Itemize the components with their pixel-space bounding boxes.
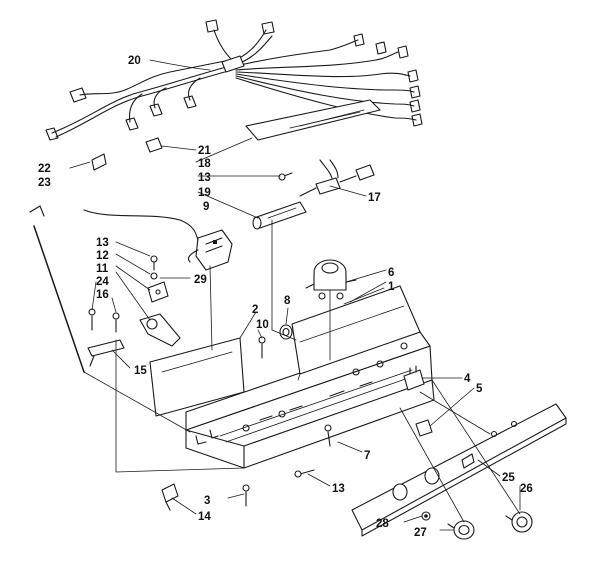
callout-5: 5: [476, 383, 483, 395]
callout-19: 19: [198, 187, 211, 199]
screw-13-left: [150, 255, 158, 280]
callout-13: 13: [198, 172, 211, 184]
callout-1: 1: [388, 281, 395, 293]
screw-7: [324, 424, 332, 447]
callout-14: 14: [198, 511, 211, 523]
temperature-control: [83, 209, 233, 271]
bracket-11: [147, 281, 169, 303]
callout-22: 22: [38, 163, 51, 175]
callout-11: 11: [96, 263, 109, 275]
callout-23: 23: [38, 177, 51, 189]
callout-4: 4: [464, 373, 471, 385]
bracket-21: [145, 137, 163, 153]
callout-10: 10: [256, 319, 269, 331]
screw-13-lower: [294, 469, 315, 478]
callout-12: 12: [96, 250, 109, 262]
callout-25: 25: [502, 472, 515, 484]
callout-24: 24: [96, 276, 109, 288]
gasket-28: [421, 511, 431, 521]
callout-6: 6: [388, 267, 394, 279]
callout-27: 27: [414, 527, 427, 539]
callout-2: 2: [252, 304, 258, 316]
callout-17: 17: [368, 192, 381, 204]
screw-13-upper: [278, 172, 293, 181]
control-shaft: [139, 313, 181, 347]
callout-9: 9: [203, 201, 209, 213]
clips-16-24: [87, 308, 125, 367]
callout-26: 26: [520, 483, 533, 495]
switch-5: [415, 419, 433, 437]
wire-harness: [45, 19, 423, 141]
leader-lines: [69, 59, 521, 531]
callout-21: 21: [198, 145, 211, 157]
control-housing: [149, 285, 435, 469]
callout-20: 20: [128, 55, 141, 67]
callout-28: 28: [376, 518, 389, 530]
knob-26: [505, 511, 533, 533]
callout-labels: 20 21 18 13 19 17 22 23 9 13 12 11 24 29…: [38, 55, 533, 539]
callout-15: 15: [134, 365, 147, 377]
screw-10: [258, 336, 266, 359]
lamp-socket: [252, 201, 307, 230]
callout-16: 16: [96, 289, 109, 301]
light-shield: [245, 99, 381, 141]
callout-8: 8: [284, 295, 291, 307]
control-panel: [351, 403, 567, 537]
callout-7: 7: [364, 450, 370, 462]
grommet-8: [279, 324, 293, 340]
callout-13-lower: 13: [332, 483, 345, 495]
sensing-tube: [29, 153, 107, 373]
screw-3: [242, 484, 250, 507]
callout-29: 29: [194, 274, 207, 286]
clip-14: [161, 483, 179, 511]
light-switch: [299, 159, 375, 197]
switch-4: [403, 365, 425, 391]
callout-18: 18: [198, 158, 211, 170]
defrost-timer: [305, 259, 357, 300]
callout-3: 3: [204, 495, 210, 507]
callout-13-left: 13: [96, 237, 109, 249]
